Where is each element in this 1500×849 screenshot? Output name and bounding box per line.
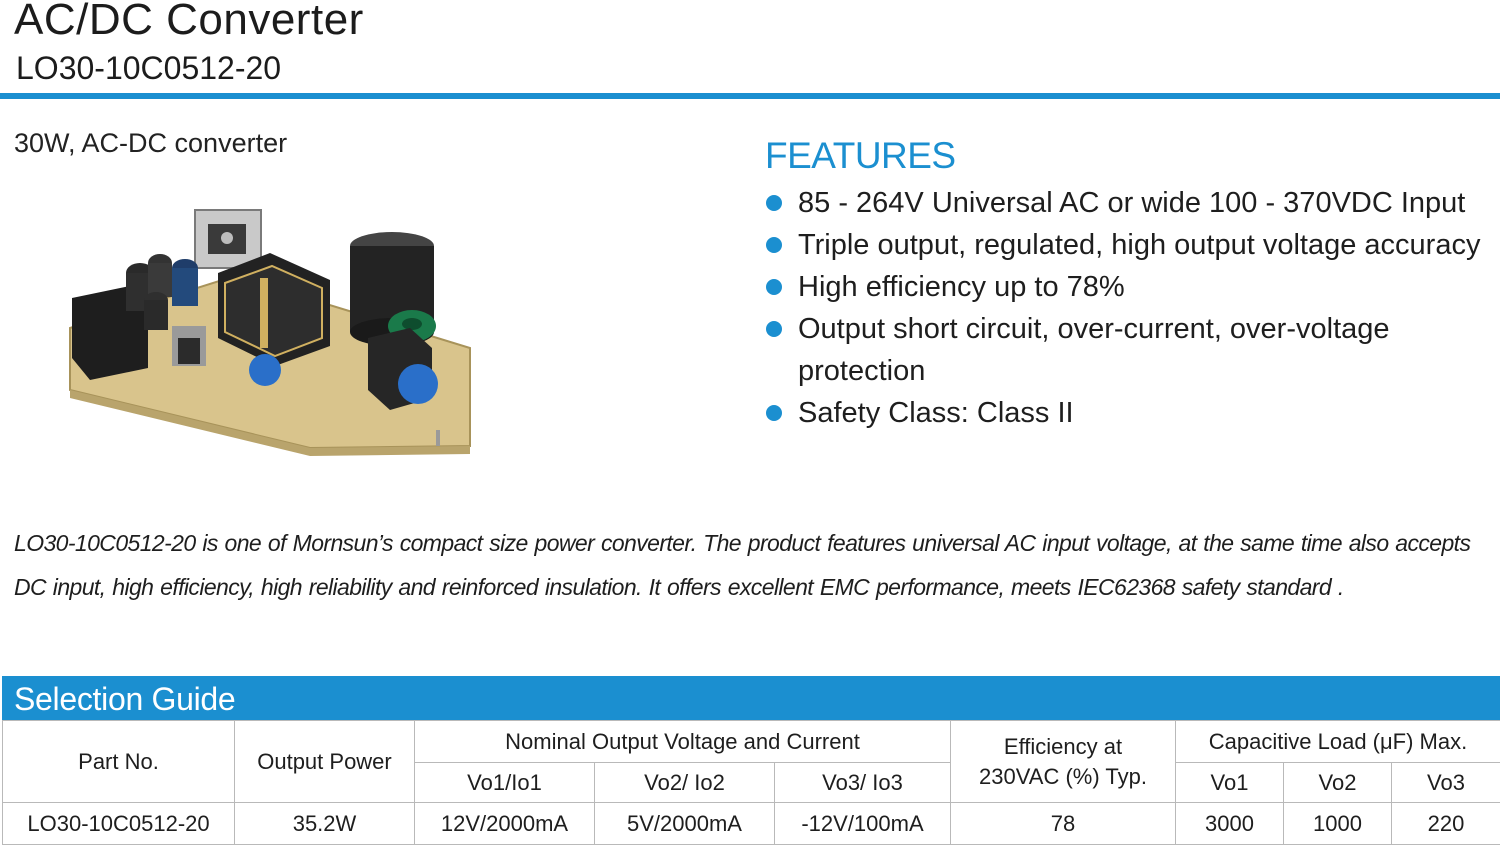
header-vo1-io1: Vo1/Io1 [414,762,595,803]
product-tagline: 30W, AC-DC converter [14,128,288,158]
product-description: LO30-10C0512-20 is one of Mornsun’s comp… [14,530,1471,600]
cell-vo1-io1: 12V/2000mA [414,802,595,845]
cell-cap-vo3: 220 [1390,802,1500,845]
selection-guide-table: Part No. Output Power Nominal Output Vol… [2,720,1500,845]
cell-part-no: LO30-10C0512-20 [2,802,235,845]
header-vo3-io3: Vo3/ Io3 [774,762,951,803]
bullet-icon [766,237,782,253]
header-part-no: Part No. [2,720,235,803]
feature-item: High efficiency up to 78% [762,266,1482,308]
header-cap-vo2: Vo2 [1283,762,1392,803]
table-header-row: Part No. Output Power Nominal Output Vol… [2,720,1500,803]
header-capacitive-load: Capacitive Load (μF) Max. [1174,720,1500,763]
header-nominal-output: Nominal Output Voltage and Current [414,720,951,763]
feature-text: Triple output, regulated, high output vo… [798,229,1481,261]
cell-output-power: 35.2W [234,802,415,845]
features-list: 85 - 264V Universal AC or wide 100 - 370… [762,182,1482,434]
cell-cap-vo2: 1000 [1283,802,1392,845]
pcb-power-module-photo [69,209,471,456]
header-output-power: Output Power [234,720,415,803]
header-vo2-io2: Vo2/ Io2 [594,762,775,803]
feature-item: Triple output, regulated, high output vo… [762,224,1482,266]
bullet-icon [766,321,782,337]
cell-efficiency: 78 [950,802,1176,845]
feature-item: Output short circuit, over-current, over… [762,308,1482,392]
selection-guide-header: Selection Guide [2,676,1500,720]
cell-vo2-io2: 5V/2000mA [594,802,775,845]
page-title: AC/DC Converter [14,0,364,44]
header-cap-vo1: Vo1 [1175,762,1284,803]
feature-text: High efficiency up to 78% [798,271,1125,303]
feature-text: Output short circuit, over-current, over… [798,313,1390,387]
features-heading: FEATURES [765,135,956,176]
bullet-icon [766,195,782,211]
selection-guide-title: Selection Guide [14,681,236,717]
header-efficiency: Efficiency at 230VAC (%) Typ. [950,720,1176,803]
feature-text: Safety Class: Class II [798,397,1074,429]
header-cap-vo3: Vo3 [1390,762,1500,803]
cell-vo3-io3: -12V/100mA [774,802,951,845]
table-row: LO30-10C0512-20 35.2W 12V/2000mA 5V/2000… [2,802,1500,845]
model-number: LO30-10C0512-20 [16,50,282,86]
table-subheader-row: Vo1/Io1 Vo2/ Io2 Vo3/ Io3 Vo1 Vo2 Vo3 [3,762,1500,803]
cell-cap-vo1: 3000 [1175,802,1284,845]
feature-item: 85 - 264V Universal AC or wide 100 - 370… [762,182,1482,224]
feature-text: 85 - 264V Universal AC or wide 100 - 370… [798,187,1466,219]
bullet-icon [766,279,782,295]
bullet-icon [766,405,782,421]
feature-item: Safety Class: Class II [762,392,1482,434]
header-divider [0,93,1500,99]
